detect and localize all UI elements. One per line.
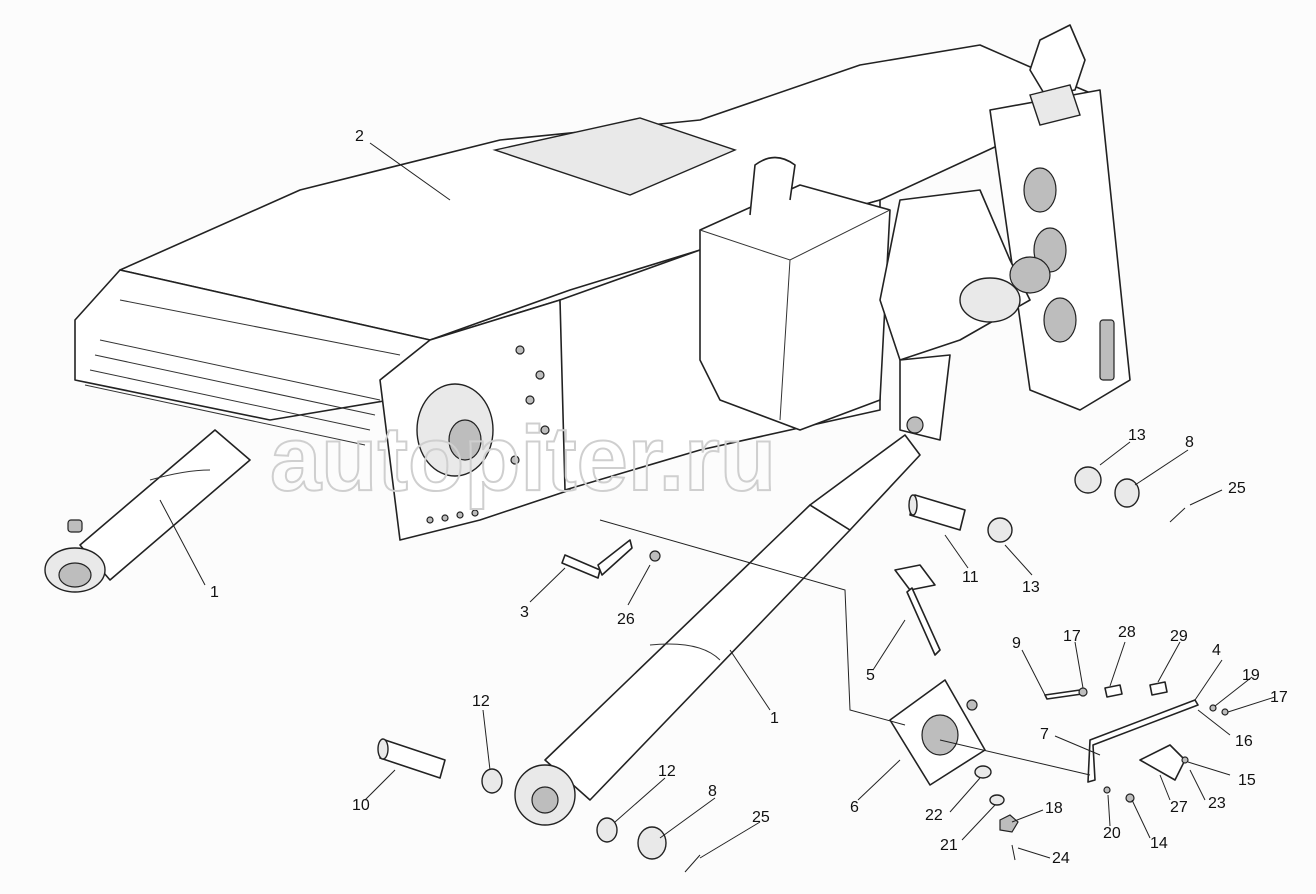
callout-14: 14 <box>1150 835 1168 852</box>
callout-27: 27 <box>1170 799 1188 816</box>
washer-8b <box>637 826 667 860</box>
leader-lines <box>159 142 1276 859</box>
callout-9: 9 <box>1012 635 1021 652</box>
callout-17-right: 17 <box>1270 689 1288 706</box>
callout-2: 2 <box>355 128 364 145</box>
cotter-25a <box>1169 507 1186 523</box>
callout-8-bottom: 8 <box>708 783 717 800</box>
cotter-25b <box>684 854 701 873</box>
callout-10: 10 <box>352 797 370 814</box>
main-frame-assembly <box>74 24 1131 541</box>
callout-13-right: 13 <box>1128 427 1146 444</box>
ring-12b <box>596 817 618 843</box>
callout-13-lower: 13 <box>1022 579 1040 596</box>
callout-20: 20 <box>1103 825 1121 842</box>
callout-16: 16 <box>1235 733 1253 750</box>
callout-12-top: 12 <box>472 693 490 710</box>
pin-11 <box>908 494 966 531</box>
callout-15: 15 <box>1238 772 1256 789</box>
callout-4: 4 <box>1212 642 1221 659</box>
callout-25-bottom: 25 <box>752 809 770 826</box>
callout-1-left: 1 <box>210 584 219 601</box>
pin-10 <box>377 738 446 779</box>
hydraulic-cylinder-center <box>514 434 921 826</box>
bushing-13b <box>987 517 1013 543</box>
pin-3 <box>561 539 661 579</box>
callout-18: 18 <box>1045 800 1063 817</box>
bushing-13a <box>1074 466 1102 494</box>
callout-8-right: 8 <box>1185 434 1194 451</box>
ring-12a <box>481 768 503 794</box>
callout-labels: 2 1 1 3 26 13 8 25 11 13 5 9 17 28 29 4 … <box>210 128 1288 867</box>
watermark-text: autopiter.ru <box>270 408 776 510</box>
callout-22: 22 <box>925 807 943 824</box>
hydraulic-cylinder-left <box>44 429 251 593</box>
callout-12-bottom: 12 <box>658 763 676 780</box>
callout-28: 28 <box>1118 624 1136 641</box>
callout-7: 7 <box>1040 726 1049 743</box>
callout-3: 3 <box>520 604 529 621</box>
bolt-5 <box>894 564 941 656</box>
callout-24: 24 <box>1052 850 1070 867</box>
callout-19: 19 <box>1242 667 1260 684</box>
washer-8a <box>1114 478 1140 508</box>
callout-5: 5 <box>866 667 875 684</box>
callout-6: 6 <box>850 799 859 816</box>
callout-11: 11 <box>962 569 979 586</box>
callout-29: 29 <box>1170 628 1188 645</box>
bracket-6 <box>889 679 986 786</box>
callout-1-center: 1 <box>770 710 779 727</box>
callout-17-left: 17 <box>1063 628 1081 645</box>
callout-26: 26 <box>617 611 635 628</box>
callout-25-right: 25 <box>1228 480 1246 497</box>
callout-23: 23 <box>1208 795 1226 812</box>
callout-21: 21 <box>940 837 958 854</box>
